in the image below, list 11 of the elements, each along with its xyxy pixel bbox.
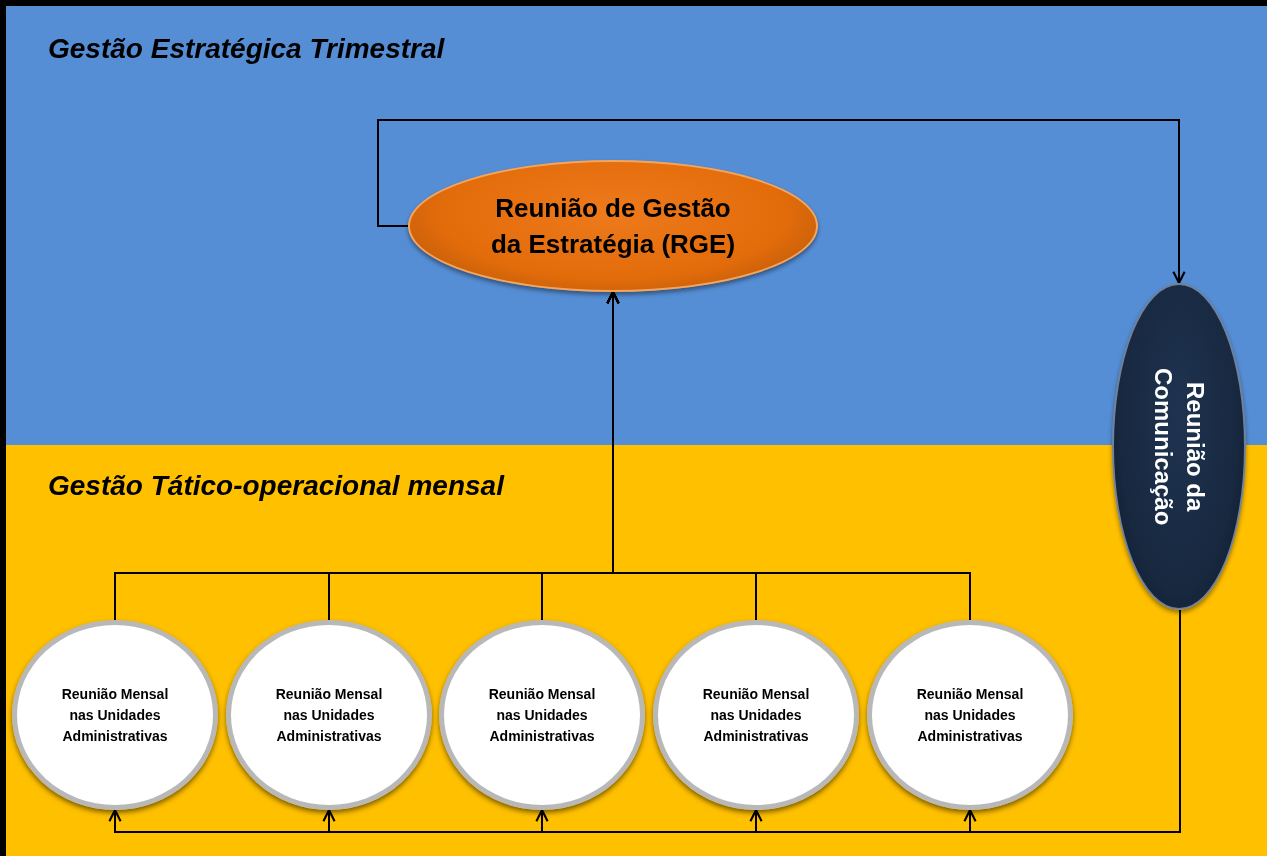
node-label: Reunião Mensal nas Unidades Administrativas: [915, 684, 1025, 746]
node-label: Reunião da Comunicação: [1149, 366, 1210, 528]
band-heading: Gestão Estratégica Trimestral: [48, 32, 445, 66]
node-label: Reunião Mensal nas Unidades Administrativas: [60, 684, 170, 746]
node-label: Reunião Mensal nas Unidades Administrativas: [274, 684, 384, 746]
node-label: Reunião de Gestão da Estratégia (RGE): [489, 192, 737, 261]
arrow: [377, 119, 1186, 285]
node-label: Reunião Mensal nas Unidades Administrativas: [487, 684, 597, 746]
node-label: Reunião Mensal nas Unidades Administrativas: [701, 684, 811, 746]
band-heading: Gestão Tático-operacional mensal: [48, 469, 504, 503]
arrow: [606, 290, 971, 621]
